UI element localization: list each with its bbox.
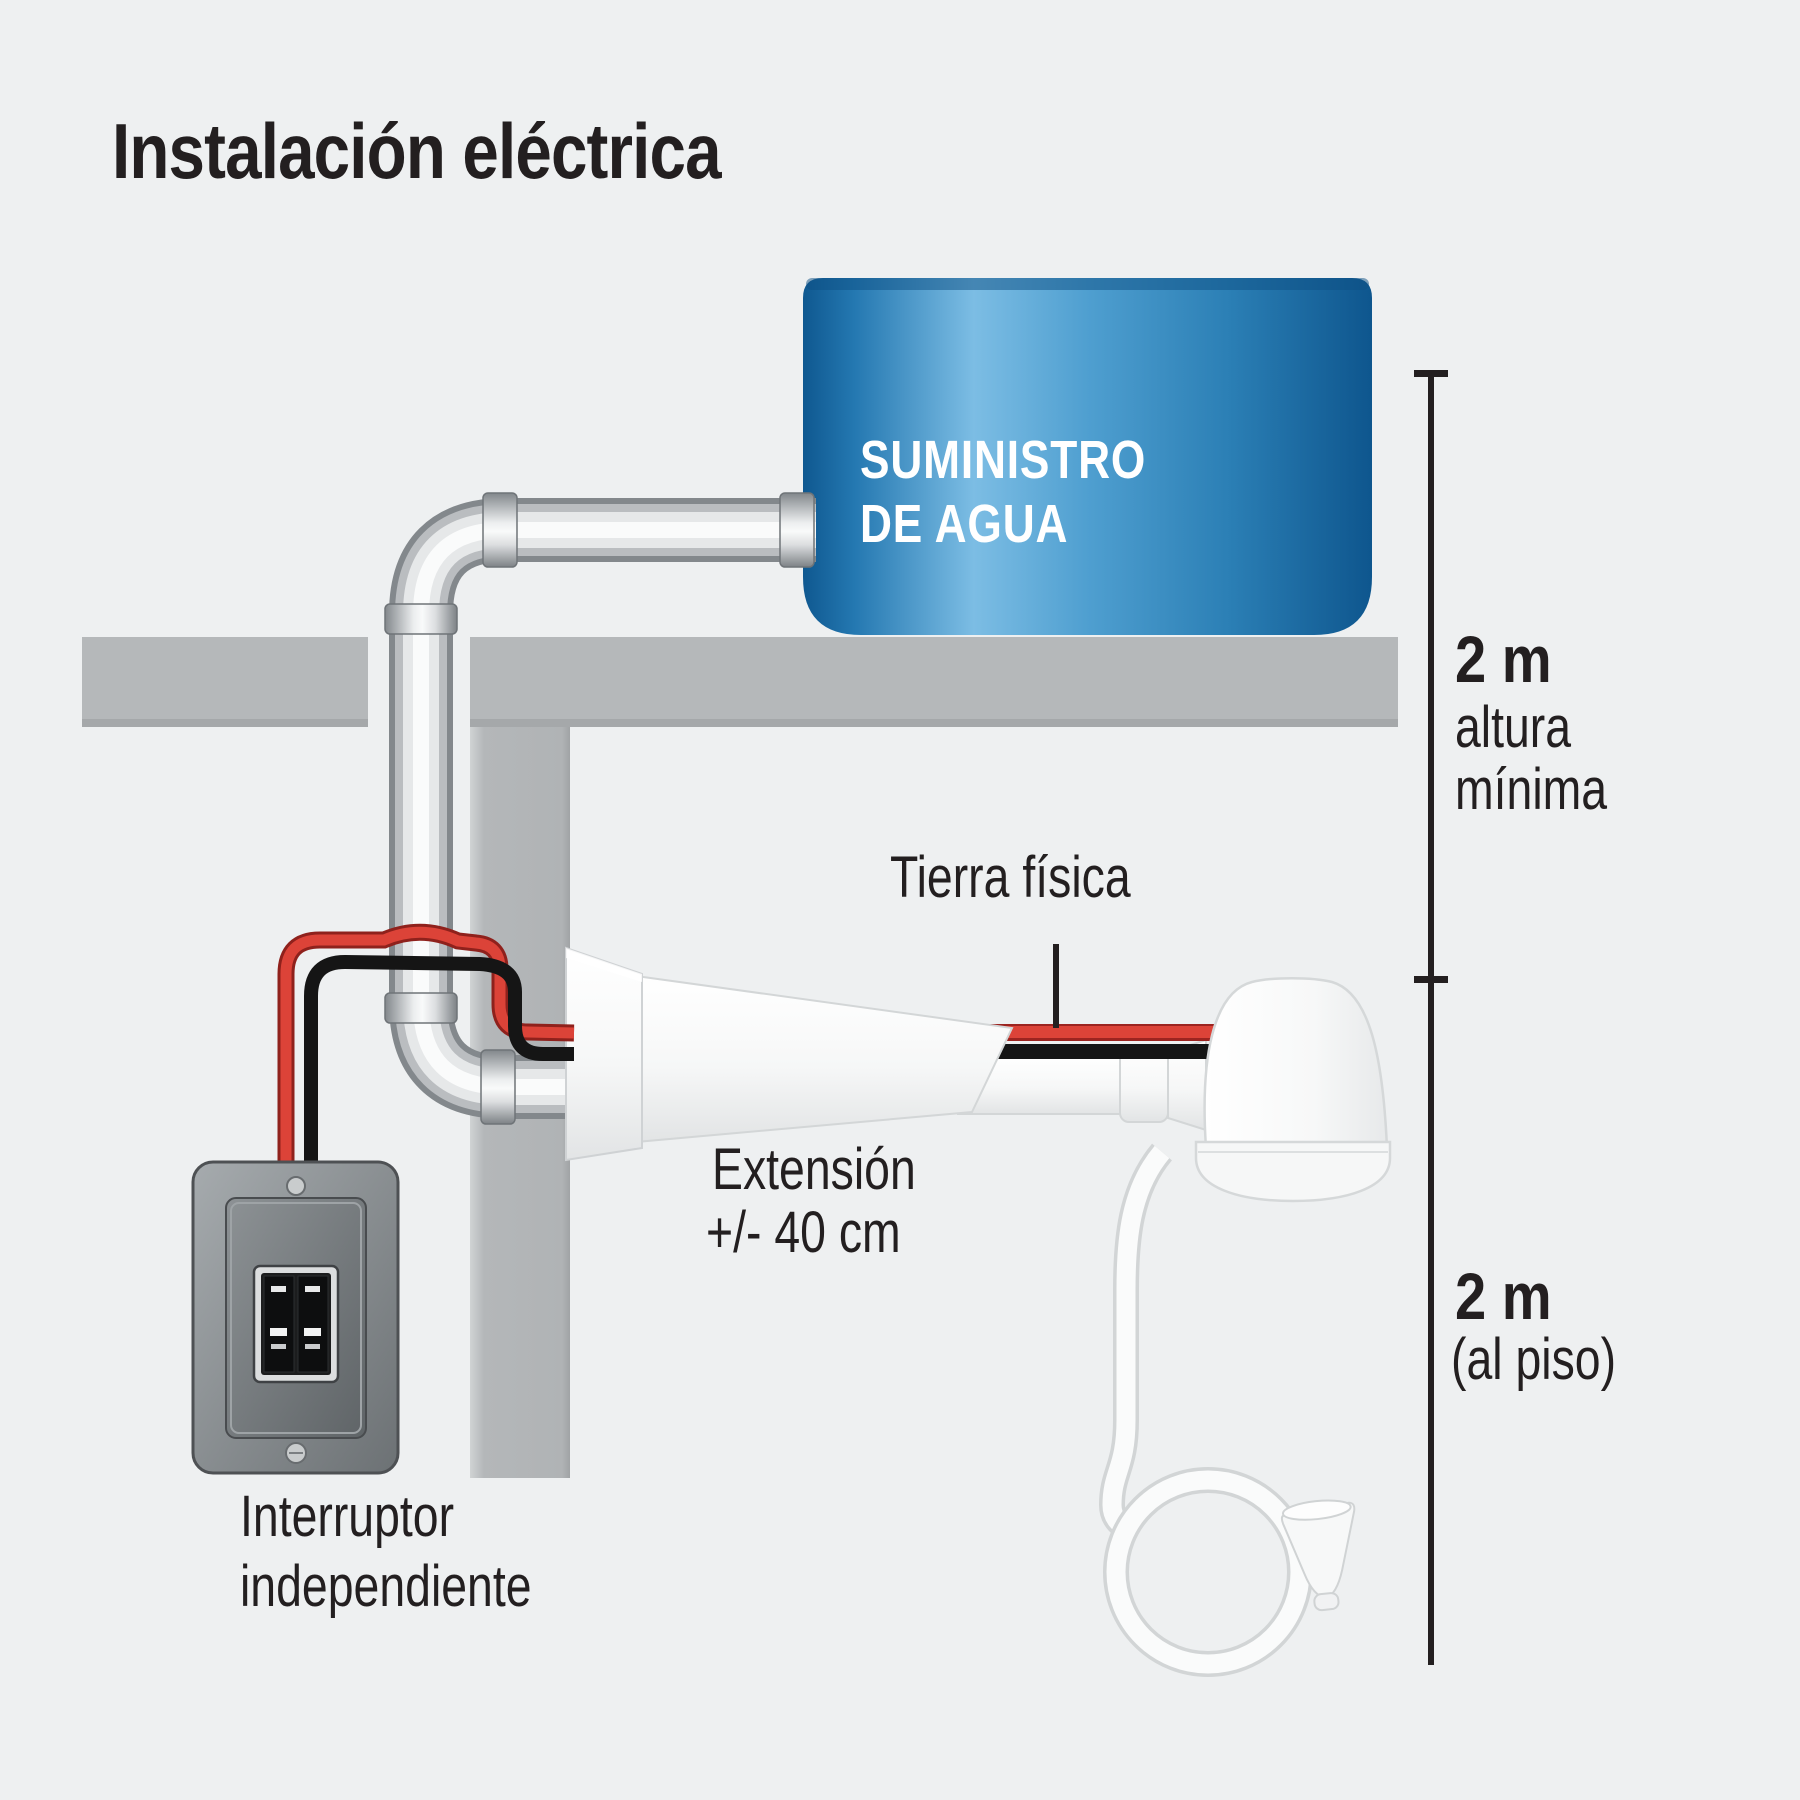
concrete-structure: [82, 637, 1398, 1478]
measure-tick-middle: [1414, 976, 1448, 983]
upper-measure-value: 2 m: [1455, 622, 1552, 696]
extension-label-line2: +/- 40 cm: [706, 1200, 901, 1265]
ground-pointer-line: [1053, 944, 1059, 1028]
wall-escutcheon: [565, 946, 643, 1162]
extension-cone: [635, 974, 1014, 1144]
shower-head: [1194, 977, 1392, 1203]
pipe-coupling: [384, 603, 458, 635]
ground-label: Tierra física: [890, 845, 1131, 910]
pipe-coupling: [384, 992, 458, 1024]
water-pipe: [384, 492, 816, 1125]
measure-tick-top: [1414, 370, 1448, 377]
page-title: Instalación eléctrica: [112, 107, 722, 195]
upper-measure-caption-line2: mínima: [1455, 757, 1608, 822]
supply-wires: [277, 923, 575, 1164]
pipe-coupling: [482, 492, 518, 568]
left-slab: [82, 637, 368, 727]
breaker-switches: [252, 1264, 340, 1384]
hand-nozzle: [1280, 1499, 1356, 1612]
extension-label-line1: Extensión: [712, 1137, 916, 1202]
neutral-wire: [304, 954, 574, 1164]
tank-label-line2: DE AGUA: [860, 494, 1069, 554]
wires-on-tube: [950, 1024, 1216, 1059]
breaker-panel: [191, 1160, 400, 1475]
upper-measure-caption-line1: altura: [1455, 695, 1572, 760]
measure-line: [1414, 370, 1448, 1665]
shower-hose: [1098, 1143, 1356, 1677]
breaker-label-line2: independiente: [240, 1554, 532, 1619]
pipe-coupling: [480, 1049, 516, 1125]
lower-measure-caption: (al piso): [1451, 1327, 1617, 1392]
lower-measure-value: 2 m: [1455, 1259, 1552, 1333]
neutral-wire: [950, 1044, 1212, 1059]
tank-shelf-slab: [470, 637, 1398, 727]
screw-icon: [286, 1176, 306, 1196]
water-tank: [803, 278, 1372, 635]
tank-label-line1: SUMINISTRO: [860, 430, 1147, 490]
pipe-coupling: [779, 492, 815, 568]
breaker-label-line1: Interruptor: [240, 1484, 455, 1549]
